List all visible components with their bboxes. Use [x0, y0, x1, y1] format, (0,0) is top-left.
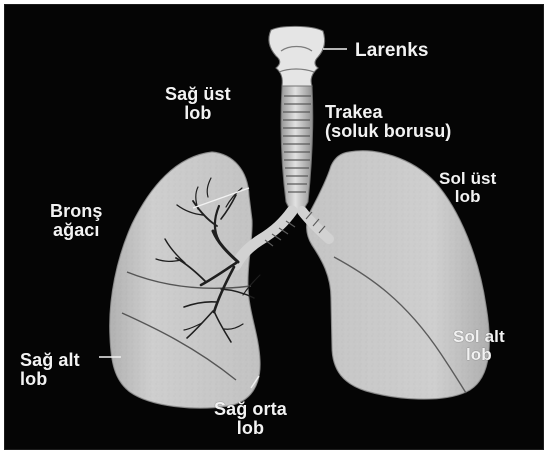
label-sag-alt-lob: Sağ alt lob [20, 351, 80, 390]
label-sol-ust-line-1: Sol üst [439, 170, 496, 188]
label-sag-orta-line-1: Sağ orta [214, 400, 287, 419]
label-sol-alt-lob: Sol alt lob [453, 328, 505, 365]
trachea-shape [281, 86, 313, 212]
label-sol-ust-line-2: lob [439, 188, 496, 206]
right-lung-texture [110, 152, 260, 408]
label-sag-ust-lob: Sağ üst lob [165, 85, 231, 124]
label-sag-ust-line-2: lob [165, 104, 231, 123]
label-sol-ust-lob: Sol üst lob [439, 170, 496, 207]
label-brons-line-2: ağacı [50, 221, 103, 240]
diagram-panel: Larenks Trakea (soluk borusu) Sağ üst lo… [4, 4, 544, 450]
label-larenks: Larenks [355, 41, 429, 62]
label-sol-alt-line-2: lob [453, 346, 505, 364]
larynx-shape [269, 26, 325, 86]
label-sol-alt-line-1: Sol alt [453, 328, 505, 346]
label-trakea-line-2: (soluk borusu) [325, 122, 451, 141]
label-sag-ust-line-1: Sağ üst [165, 85, 231, 104]
label-trakea: Trakea (soluk borusu) [325, 103, 451, 142]
label-brons-agaci: Bronş ağacı [50, 202, 103, 241]
label-sag-alt-line-1: Sağ alt [20, 351, 80, 370]
label-larenks-line-1: Larenks [355, 41, 429, 62]
label-sag-orta-lob: Sağ orta lob [214, 400, 287, 439]
label-brons-line-1: Bronş [50, 202, 103, 221]
label-sag-alt-line-2: lob [20, 370, 80, 389]
label-sag-orta-line-2: lob [214, 419, 287, 438]
label-trakea-line-1: Trakea [325, 103, 451, 122]
